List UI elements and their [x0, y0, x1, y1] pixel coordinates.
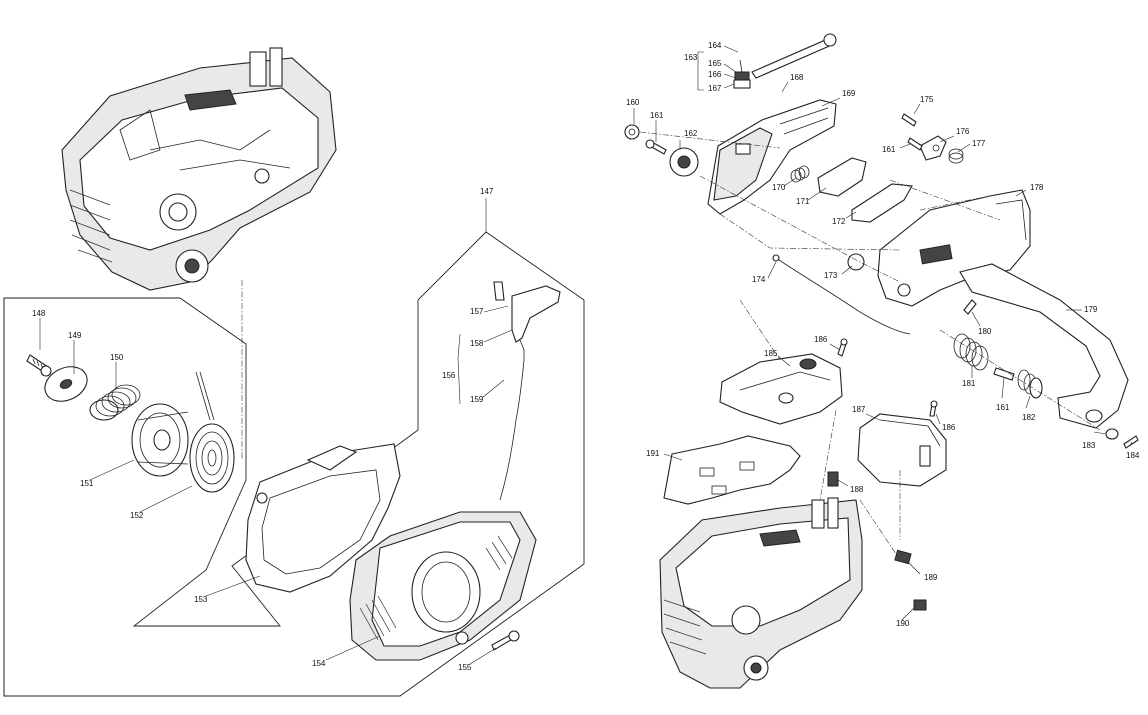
label-160: 160	[626, 98, 640, 107]
gasket-191	[663, 435, 801, 505]
label-178: 178	[1030, 183, 1044, 192]
label-153: 153	[194, 595, 208, 604]
label-170: 170	[772, 183, 786, 192]
rear-handle-169	[707, 99, 837, 215]
label-179: 179	[1084, 305, 1098, 314]
engine-housing-top-left	[61, 47, 337, 291]
left-leader-lines	[39, 198, 513, 665]
label-156: 156	[442, 371, 456, 380]
air-cover-187	[857, 413, 947, 487]
label-187: 187	[852, 405, 866, 414]
label-151: 151	[80, 479, 94, 488]
label-157: 157	[470, 307, 484, 316]
part-labels: 147 148 149 150 151 152 153 154 155 156 …	[32, 41, 1140, 672]
label-152: 152	[130, 511, 144, 520]
label-172: 172	[832, 217, 846, 226]
label-184: 184	[1126, 451, 1140, 460]
label-173: 173	[824, 271, 838, 280]
filter-188	[827, 471, 839, 487]
label-167: 167	[708, 84, 722, 93]
bushing-162	[669, 147, 699, 177]
label-171: 171	[796, 197, 810, 206]
label-186-top: 186	[814, 335, 828, 344]
spring-170	[790, 165, 810, 183]
label-174: 174	[752, 275, 766, 284]
label-168: 168	[790, 73, 804, 82]
lever-176	[919, 135, 947, 161]
label-181: 181	[962, 379, 976, 388]
label-169: 169	[842, 89, 856, 98]
label-161-top: 161	[650, 111, 664, 120]
cable-174	[772, 254, 911, 335]
label-161-mid: 161	[882, 145, 896, 154]
right-leader-lines	[633, 45, 1133, 621]
lockout-172	[851, 183, 913, 223]
label-164: 164	[708, 41, 722, 50]
label-147: 147	[480, 187, 494, 196]
pad-190	[913, 599, 927, 611]
label-150: 150	[110, 353, 124, 362]
label-188: 188	[850, 485, 864, 494]
pulley-149	[44, 366, 88, 402]
label-163: 163	[684, 53, 698, 62]
label-161-lower: 161	[996, 403, 1010, 412]
label-186-right: 186	[942, 423, 956, 432]
engine-housing-bottom-right	[659, 497, 863, 689]
screw-186-right	[929, 400, 938, 417]
label-189: 189	[924, 573, 938, 582]
washer-183	[1105, 428, 1119, 440]
trigger-171	[817, 157, 867, 197]
starter-assembly-frame	[3, 231, 585, 697]
label-176: 176	[956, 127, 970, 136]
screw-186-top	[837, 338, 848, 357]
screw-155	[491, 630, 520, 651]
washer-160	[624, 124, 640, 140]
spring-177	[948, 148, 964, 164]
label-183: 183	[1082, 441, 1096, 450]
front-handle-179	[959, 263, 1129, 429]
rear-cover-154	[349, 511, 537, 661]
screw-161-mid	[907, 137, 923, 151]
label-180: 180	[978, 327, 992, 336]
spring-150	[89, 384, 141, 421]
assembly-lines-right	[639, 131, 1101, 561]
screw-175	[901, 113, 917, 127]
starter-cover-153	[245, 443, 401, 593]
damper-182	[1017, 369, 1043, 399]
label-165: 165	[708, 59, 722, 68]
reel-151	[131, 403, 189, 477]
label-166: 166	[708, 70, 722, 79]
throttle-rod-163	[733, 33, 837, 89]
label-175: 175	[920, 95, 934, 104]
label-190: 190	[896, 619, 910, 628]
screw-148	[26, 354, 52, 377]
label-155: 155	[458, 663, 472, 672]
label-182: 182	[1022, 413, 1036, 422]
label-154: 154	[312, 659, 326, 668]
screw-184	[1123, 435, 1139, 449]
label-191: 191	[646, 449, 660, 458]
label-177: 177	[972, 139, 986, 148]
label-185: 185	[764, 349, 778, 358]
rope-coil-152	[189, 371, 235, 493]
screw-180	[963, 299, 977, 315]
cover-185	[719, 353, 843, 425]
label-158: 158	[470, 339, 484, 348]
screw-161-lower	[993, 367, 1015, 381]
label-159: 159	[470, 395, 484, 404]
pad-189	[894, 549, 912, 565]
spring-181	[953, 333, 989, 371]
label-149: 149	[68, 331, 82, 340]
label-162: 162	[684, 129, 698, 138]
starter-handle-157	[493, 281, 561, 501]
label-148: 148	[32, 309, 46, 318]
screw-161-top	[645, 139, 667, 155]
